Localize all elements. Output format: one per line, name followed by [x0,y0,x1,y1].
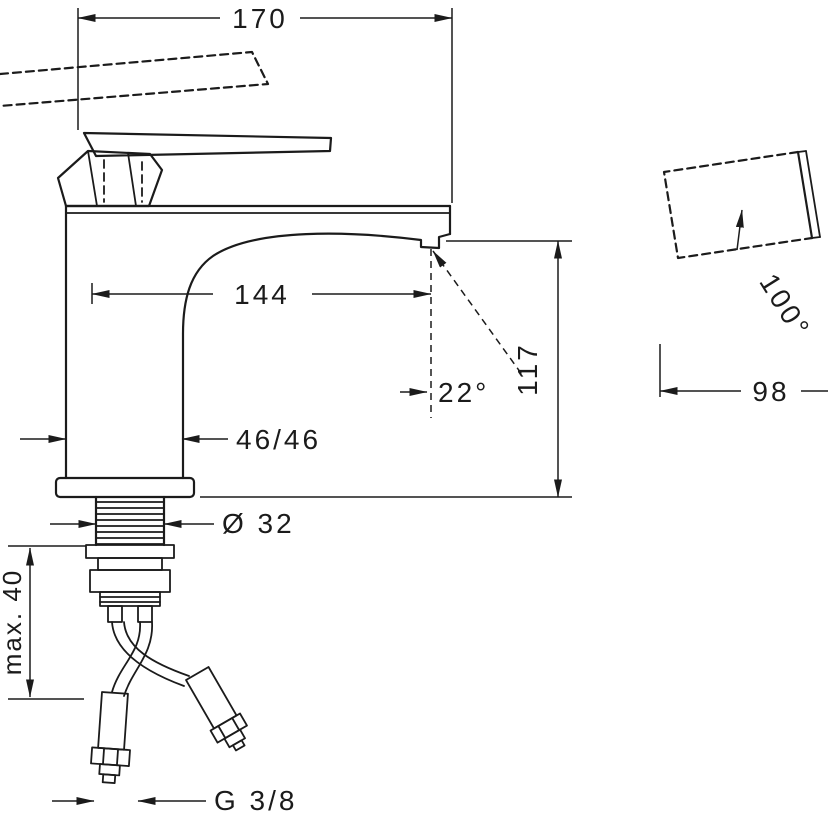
dim-spout-reach-label: 144 [234,279,290,310]
faucet-body [54,204,452,499]
dimension-total-width: 170 [77,3,453,203]
hose-connector-right [185,666,248,752]
base-plate [54,476,196,499]
dimension-hose-connection: G 3/8 [52,785,297,816]
handle-mount [56,149,164,208]
dim-spray-angle-label: 22° [438,377,489,408]
dimensions-side: 100° 98 [659,268,828,407]
dim-max-thickness-label: max. 40 [0,569,27,676]
dim-hole-diameter-label: Ø 32 [222,508,295,539]
handle-lift-arrow [735,209,744,251]
dimensions-front: 170 144 117 22° 46/46 [0,3,572,816]
handle-raised-dashed [0,50,270,108]
dimension-body-footprint: 46/46 [20,424,321,455]
dimension-hole-diameter: Ø 32 [50,508,295,539]
dimension-spray-angle: 22° [400,249,524,418]
dim-spout-height-label: 117 [512,342,543,396]
dimension-handle-angle: 100° [753,268,816,344]
faucet-side-view [662,150,821,260]
threaded-shaft [94,495,166,547]
dim-handle-angle-label: 100° [753,268,816,344]
hose-connector-left [90,691,131,785]
dimension-spout-reach: 144 [91,279,432,310]
dim-depth-label: 98 [752,376,789,407]
supply-hoses [90,621,248,785]
dimension-max-thickness: max. 40 [0,545,86,700]
dim-body-footprint-label: 46/46 [236,424,321,455]
handle-lever [82,131,333,158]
dim-total-width-label: 170 [232,3,288,34]
mounting-hardware [85,544,175,623]
dimension-depth: 98 [659,344,828,407]
faucet-front-view [0,50,452,785]
dim-hose-connection-label: G 3/8 [214,785,297,816]
